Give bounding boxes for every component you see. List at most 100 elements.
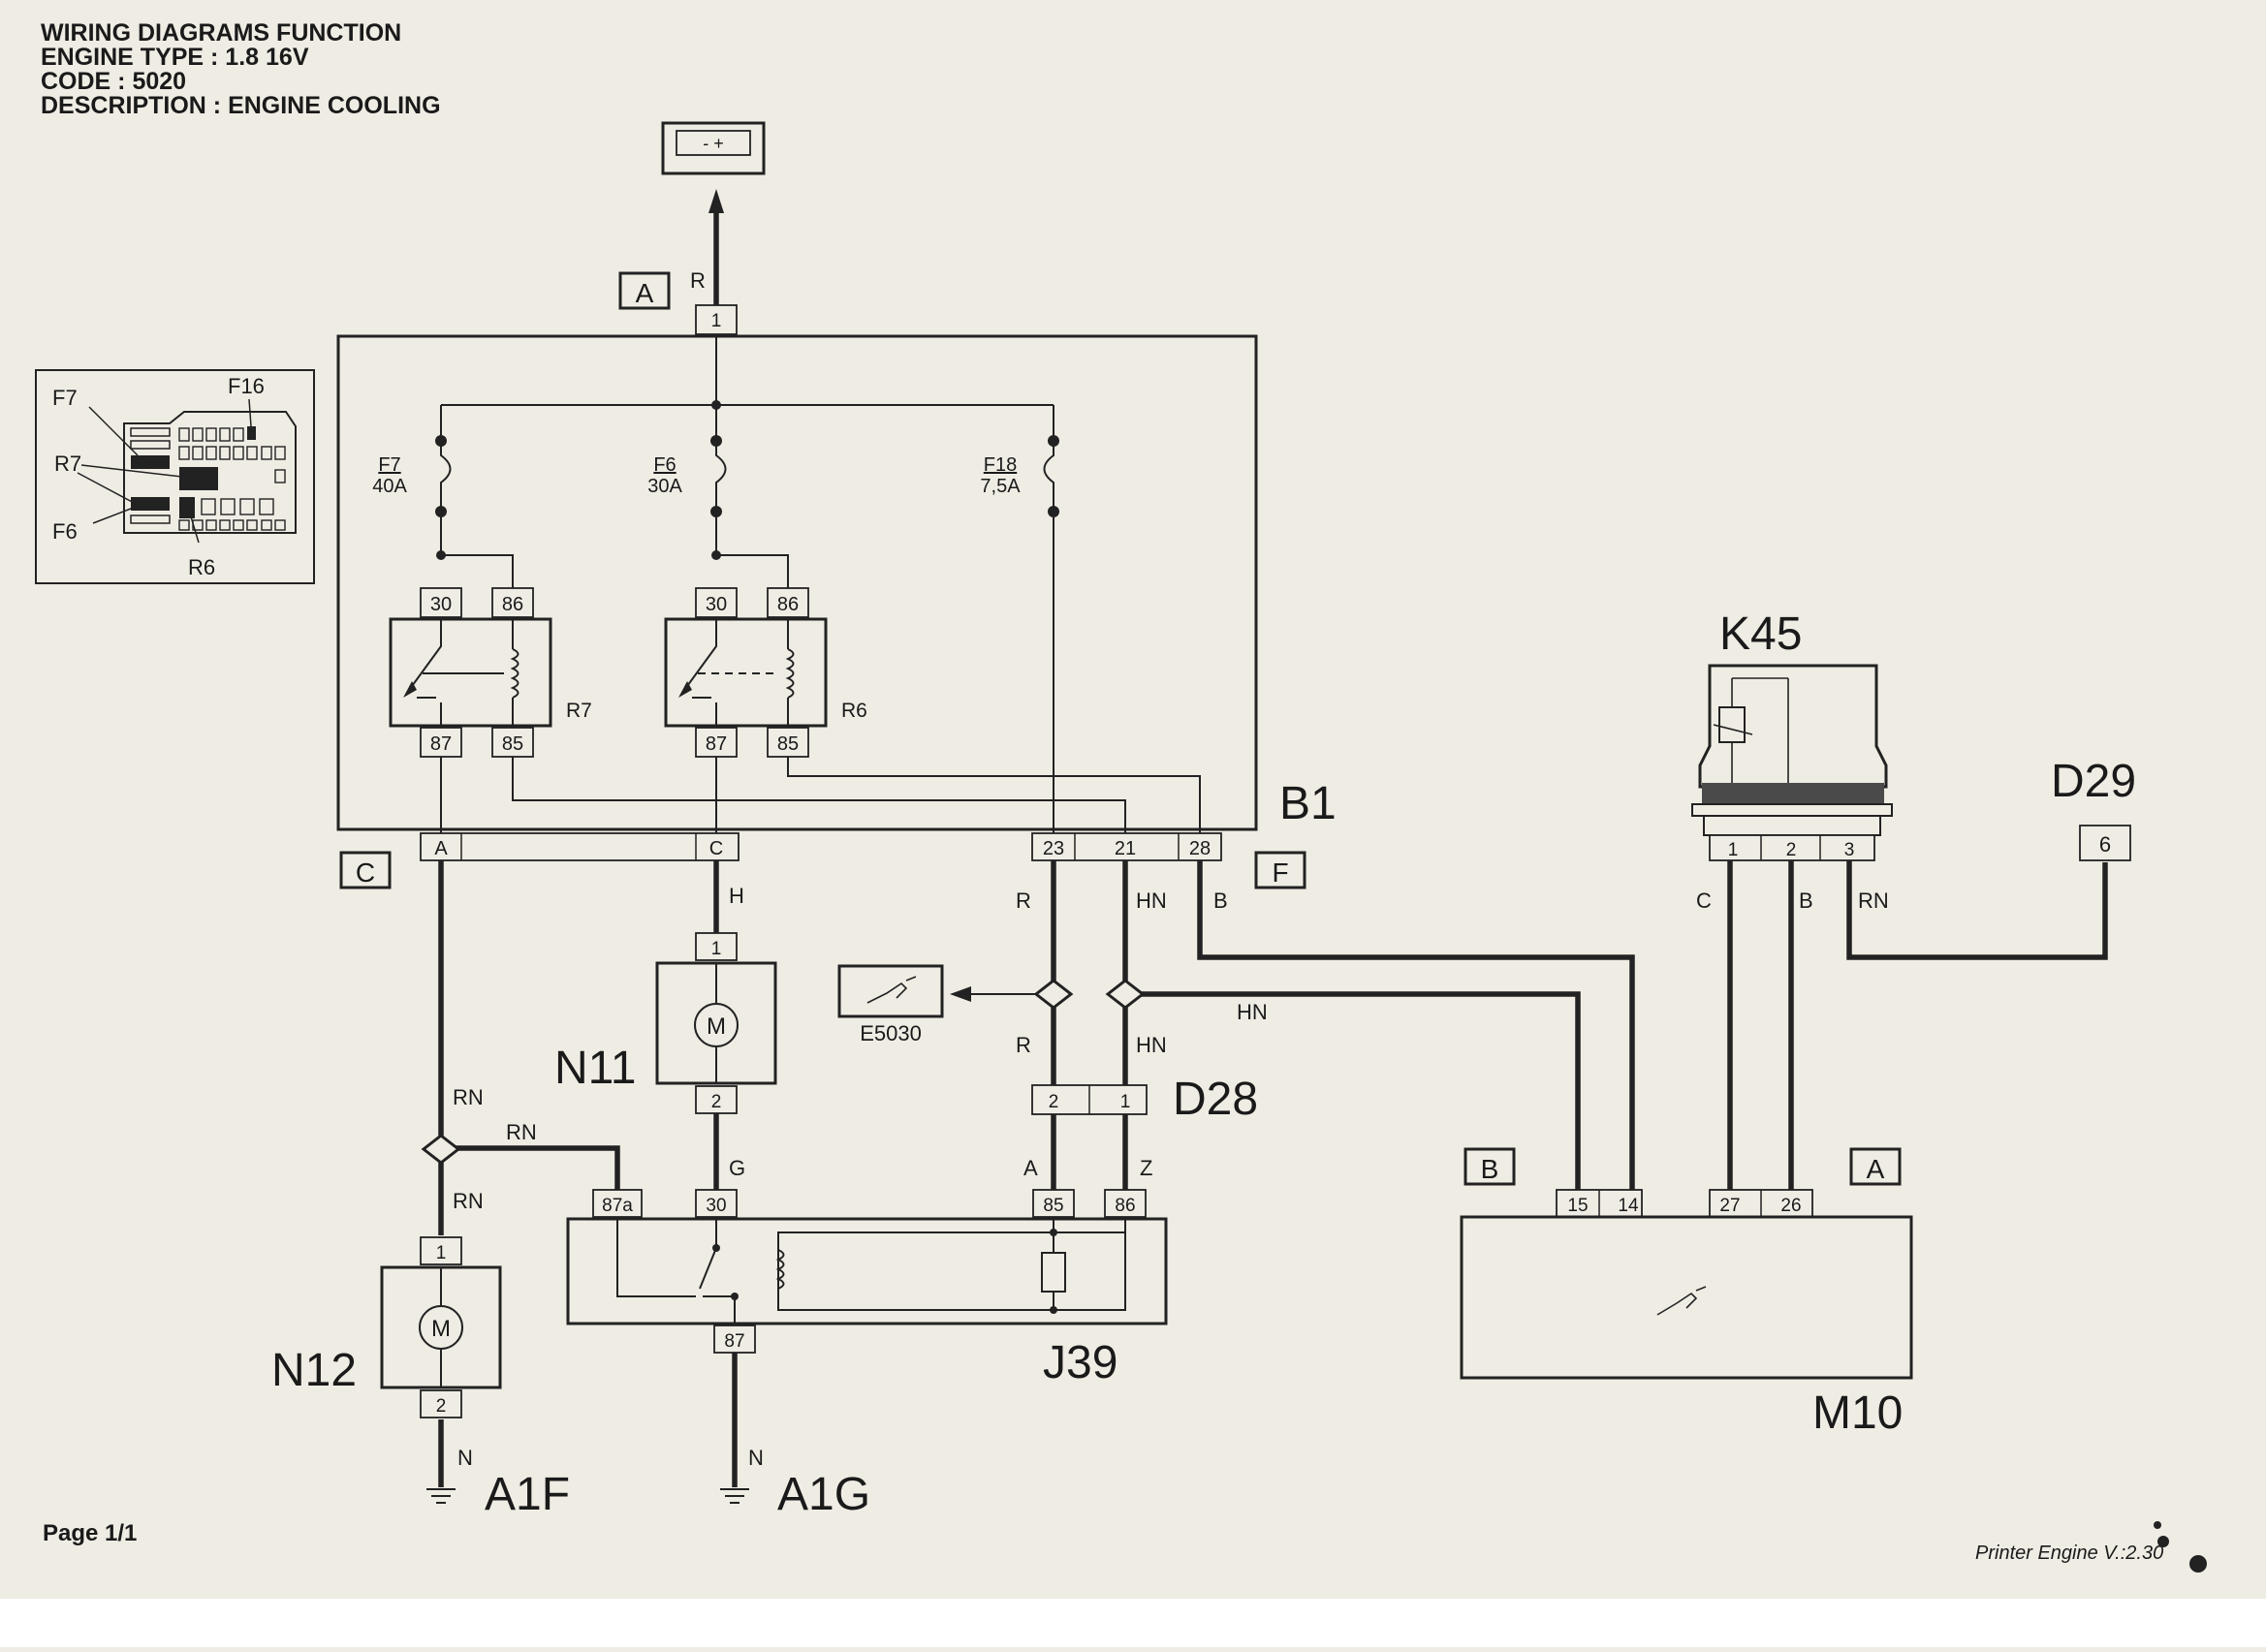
splice-node	[1033, 979, 1074, 1010]
svg-text:1: 1	[1728, 840, 1739, 860]
fuse-box-locator-inset: F7 F16 R7 F6 R6	[35, 369, 315, 584]
svg-text:2: 2	[1786, 840, 1797, 860]
svg-text:2: 2	[711, 1092, 722, 1112]
svg-text:HN: HN	[1136, 1033, 1167, 1057]
svg-text:R: R	[1016, 1033, 1031, 1057]
svg-text:27: 27	[1719, 1196, 1740, 1216]
connector-tag-b-m10	[1463, 1147, 1516, 1186]
svg-text:85: 85	[502, 733, 523, 755]
svg-text:30: 30	[430, 594, 452, 615]
wire-label: R	[690, 268, 706, 293]
ecu-m10: 15 14 27 26 B A M10	[1460, 1147, 1913, 1439]
svg-text:RN: RN	[453, 1189, 484, 1213]
fuse-f7-name: F7	[378, 454, 400, 476]
svg-text:2: 2	[1049, 1092, 1059, 1112]
label-e5030: E5030	[860, 1021, 922, 1045]
relay-r6: 30 86 87 85 R6	[664, 587, 867, 758]
motor-n11: 1 M 2 N11	[554, 932, 777, 1114]
printer-engine-version: Printer Engine V.:2.30	[1975, 1543, 2163, 1564]
svg-text:A: A	[1867, 1154, 1885, 1184]
connector-d28: 2 1 D28	[1031, 1074, 1258, 1125]
connector-tag-c	[339, 851, 392, 889]
label-b1: B1	[1279, 778, 1337, 829]
svg-text:R: R	[1016, 888, 1031, 913]
svg-text:C: C	[1696, 888, 1712, 913]
svg-text:A: A	[434, 838, 448, 859]
header-line-3: CODE : 5020	[41, 68, 186, 95]
connector-d29: D29 6	[2051, 756, 2136, 861]
svg-text:A: A	[1023, 1156, 1038, 1180]
label-m10: M10	[1812, 1387, 1903, 1439]
inset-label-f16: F16	[228, 374, 265, 398]
svg-text:A: A	[636, 278, 654, 308]
inset-label-r6: R6	[188, 555, 215, 579]
header-line-1: WIRING DIAGRAMS FUNCTION	[41, 19, 401, 47]
ground-icon	[720, 1488, 749, 1504]
svg-text:1: 1	[711, 311, 722, 331]
fuse-f6-rating: 30A	[647, 476, 682, 497]
svg-text:N: N	[457, 1446, 473, 1470]
svg-text:15: 15	[1567, 1196, 1588, 1216]
label-r7: R7	[566, 700, 592, 722]
sensor-e5030: E5030	[837, 964, 944, 1045]
label-n11: N11	[554, 1043, 637, 1094]
scan-margin	[0, 1599, 2266, 1647]
svg-text:86: 86	[502, 594, 523, 615]
svg-text:Z: Z	[1140, 1156, 1152, 1180]
ground-icon	[426, 1488, 456, 1504]
fuse-f6-name: F6	[653, 454, 676, 476]
label-r6: R6	[841, 700, 867, 722]
svg-text:87a: 87a	[602, 1196, 633, 1216]
svg-text:C: C	[709, 838, 723, 859]
diagnostic-plug-icon	[866, 976, 917, 1004]
svg-text:M: M	[707, 1013, 726, 1040]
page-number: Page 1/1	[43, 1520, 137, 1546]
svg-text:C: C	[356, 857, 375, 888]
ground-a1g: A1G	[720, 1469, 870, 1520]
svg-text:B: B	[1481, 1154, 1499, 1184]
wire-rn-k45	[1846, 860, 2108, 960]
svg-text:28: 28	[1189, 838, 1211, 859]
svg-text:86: 86	[1115, 1196, 1135, 1216]
motor-icon	[419, 1305, 463, 1350]
svg-text:3: 3	[1844, 840, 1855, 860]
fuse-f18-rating: 7,5A	[980, 476, 1021, 497]
relay-r7: 30 86 87 85 R7	[389, 587, 592, 758]
wire-labels: H R HN B R HN HN RN RN RN G A Z C B RN N…	[453, 884, 1889, 1470]
thermistor-icon	[1718, 706, 1746, 743]
svg-text:B: B	[1799, 888, 1813, 913]
svg-text:85: 85	[777, 733, 799, 755]
svg-text:N: N	[748, 1446, 764, 1470]
svg-text:1: 1	[436, 1243, 447, 1263]
label-d29: D29	[2051, 756, 2136, 807]
svg-text:B: B	[1213, 888, 1228, 913]
svg-text:85: 85	[1043, 1196, 1063, 1216]
splice-node	[421, 1134, 461, 1165]
sensor-k45: K45 1 2 3	[1691, 608, 1893, 861]
svg-text:M: M	[431, 1316, 451, 1342]
inset-label-f7: F7	[52, 386, 78, 410]
svg-text:87: 87	[706, 733, 727, 755]
fuse-f7-rating: 40A	[372, 476, 407, 497]
svg-text:RN: RN	[506, 1120, 537, 1144]
motor-icon	[694, 1003, 739, 1047]
svg-text:H: H	[729, 884, 744, 908]
battery: - +	[661, 121, 766, 175]
fuse-f18-name: F18	[984, 454, 1017, 476]
svg-text:HN: HN	[1237, 1000, 1268, 1024]
inset-label-r7: R7	[54, 452, 81, 476]
label-a1g: A1G	[777, 1469, 870, 1520]
fuse-symbols	[440, 441, 1054, 512]
svg-text:87: 87	[724, 1331, 744, 1352]
splice-node	[1105, 979, 1146, 1010]
label-j39: J39	[1043, 1337, 1117, 1388]
battery-polarity: - +	[703, 134, 724, 153]
svg-text:6: 6	[2099, 832, 2111, 857]
svg-text:21: 21	[1115, 838, 1136, 859]
label-d28: D28	[1173, 1074, 1258, 1125]
ground-a1f: A1F	[426, 1469, 570, 1520]
arrow-up-icon	[708, 189, 724, 213]
diagnostic-plug-icon	[1656, 1286, 1707, 1316]
